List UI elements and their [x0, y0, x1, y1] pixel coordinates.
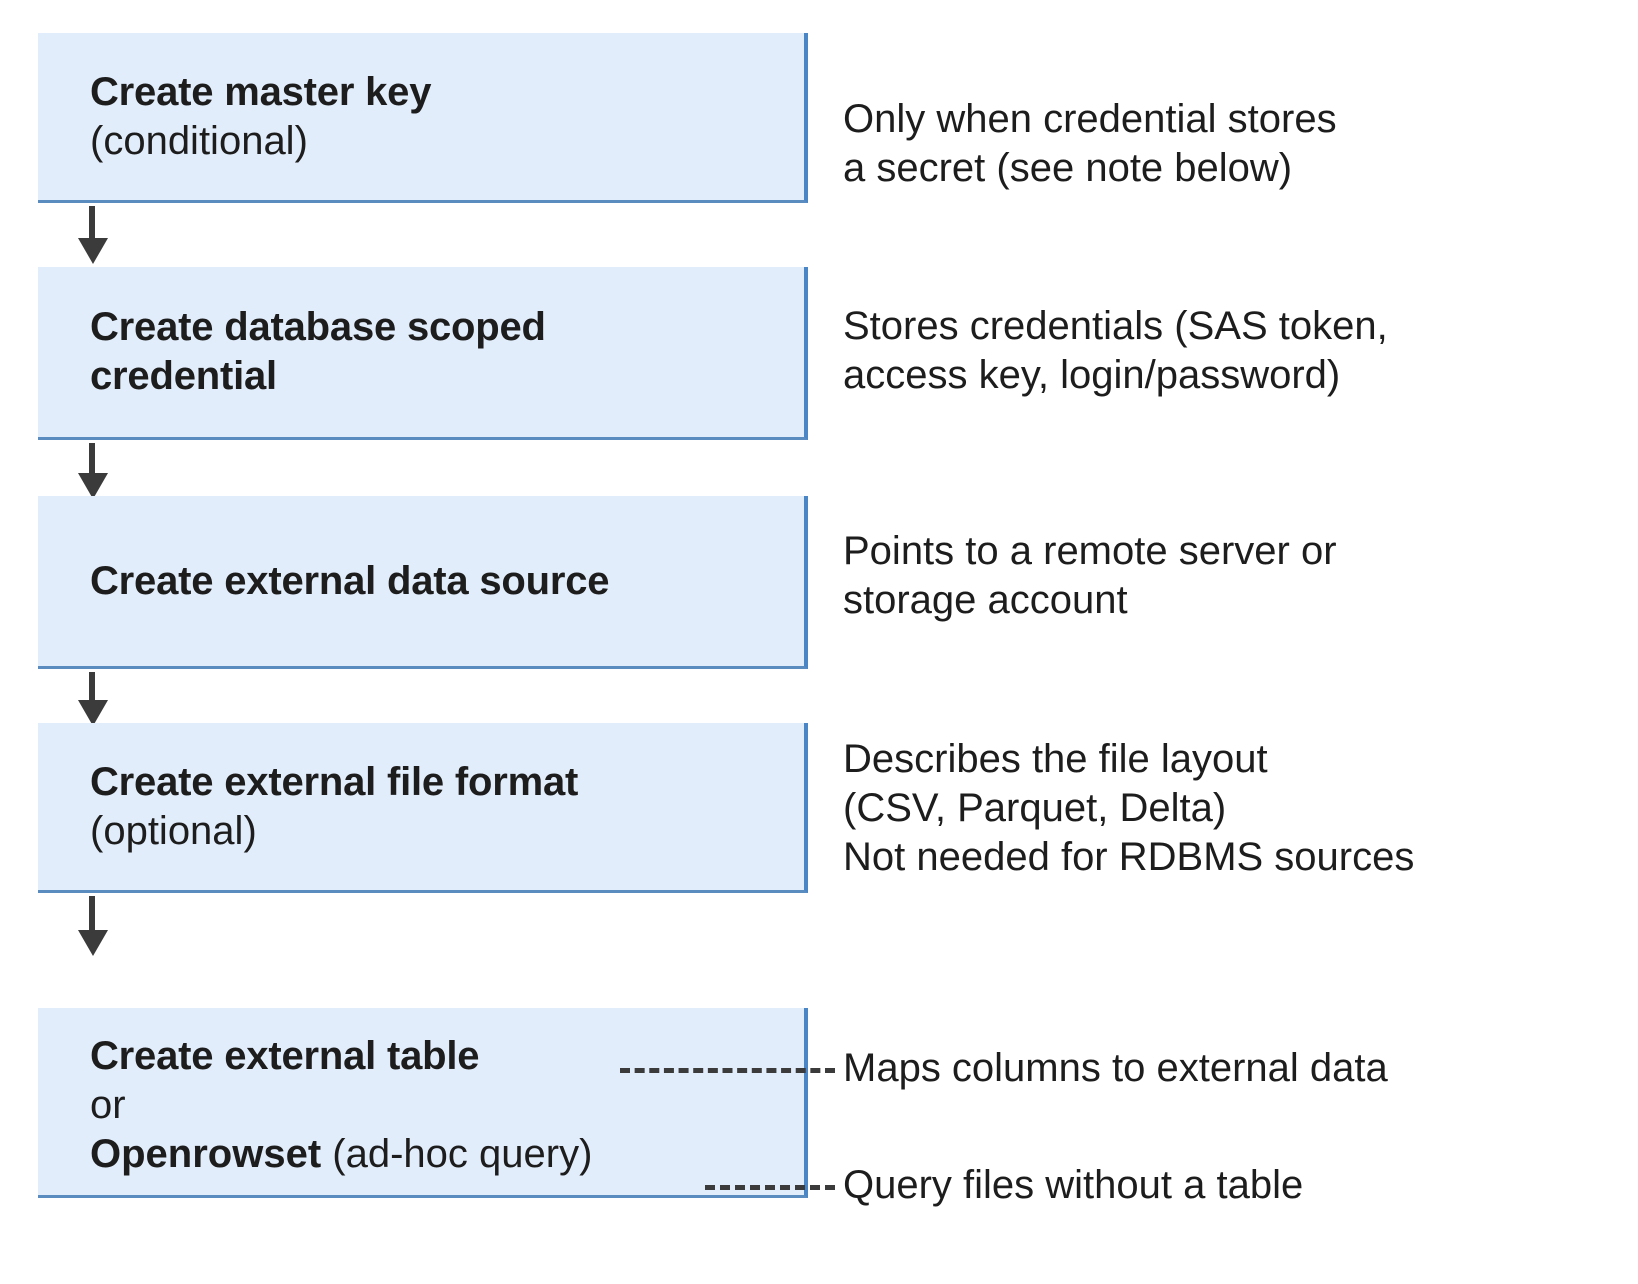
step-box-text-create-database-scoped-credential: Create database scoped credential [38, 303, 804, 401]
arrow-shaft-3 [89, 672, 95, 702]
step-box-create-database-scoped-credential[interactable]: Create database scoped credential [38, 267, 808, 440]
step-title-openrowset-bold: Openrowset [90, 1131, 322, 1176]
dashed-leader-create-external-table [620, 1068, 835, 1073]
step-title-create-master-key: Create master key [90, 69, 432, 114]
step-box-text-create-master-key: Create master key (conditional) [38, 68, 804, 166]
step-qualifier-create-master-key: (conditional) [90, 118, 308, 163]
arrow-shaft-2 [89, 443, 95, 475]
step-box-text-create-external-data-source: Create external data source [38, 557, 804, 606]
arrow-shaft-4 [89, 896, 95, 932]
step-description-create-external-file-format: Describes the file layout (CSV, Parquet,… [843, 737, 1415, 879]
step-or-label: or [90, 1083, 126, 1128]
step-row-create-database-scoped-credential: Create database scoped credential Stores… [0, 267, 1638, 440]
step-title-create-external-table: Create external table [90, 1034, 480, 1079]
step-description-create-database-scoped-credential: Stores credentials (SAS token, access ke… [843, 304, 1388, 397]
step-box-create-external-data-source[interactable]: Create external data source [38, 496, 808, 669]
step-box-text-create-external-file-format: Create external file format (optional) [38, 758, 804, 856]
step-qualifier-create-external-file-format: (optional) [90, 808, 257, 853]
step-description-create-external-data-source: Points to a remote server or storage acc… [843, 529, 1337, 622]
arrow-down-4 [78, 896, 108, 956]
dashed-leader-openrowset [705, 1185, 835, 1190]
step-box-text-create-external-table-or-openrowset: Create external table or Openrowset (ad-… [38, 1024, 804, 1178]
step-title-create-external-data-source: Create external data source [90, 558, 610, 603]
step-description-create-external-table: Maps columns to external data [843, 1046, 1388, 1090]
step-box-create-external-file-format[interactable]: Create external file format (optional) [38, 723, 808, 893]
step-title-openrowset: Openrowset (ad-hoc query) [90, 1130, 790, 1179]
step-title-openrowset-rest: (ad-hoc query) [321, 1131, 593, 1176]
step-row-create-external-table-or-openrowset: Create external table or Openrowset (ad-… [0, 1008, 1638, 1207]
step-row-create-master-key: Create master key (conditional) Only whe… [0, 33, 1638, 203]
step-title-create-database-scoped-credential: Create database scoped credential [90, 305, 546, 398]
step-description-openrowset: Query files without a table [843, 1163, 1304, 1207]
arrow-head-2 [78, 473, 108, 499]
arrow-down-1 [78, 206, 108, 264]
step-box-create-external-table-or-openrowset[interactable]: Create external table or Openrowset (ad-… [38, 1008, 808, 1198]
arrow-head-3 [78, 700, 108, 726]
arrow-shaft-1 [89, 206, 95, 240]
arrow-down-2 [78, 443, 108, 499]
step-description-create-master-key: Only when credential stores a secret (se… [843, 97, 1337, 190]
arrow-head-4 [78, 930, 108, 956]
step-title-create-external-file-format: Create external file format [90, 759, 579, 804]
arrow-head-1 [78, 238, 108, 264]
arrow-down-3 [78, 672, 108, 726]
step-row-create-external-file-format: Create external file format (optional) D… [0, 723, 1638, 893]
step-row-create-external-data-source: Create external data source Points to a … [0, 496, 1638, 669]
step-box-create-master-key[interactable]: Create master key (conditional) [38, 33, 808, 203]
